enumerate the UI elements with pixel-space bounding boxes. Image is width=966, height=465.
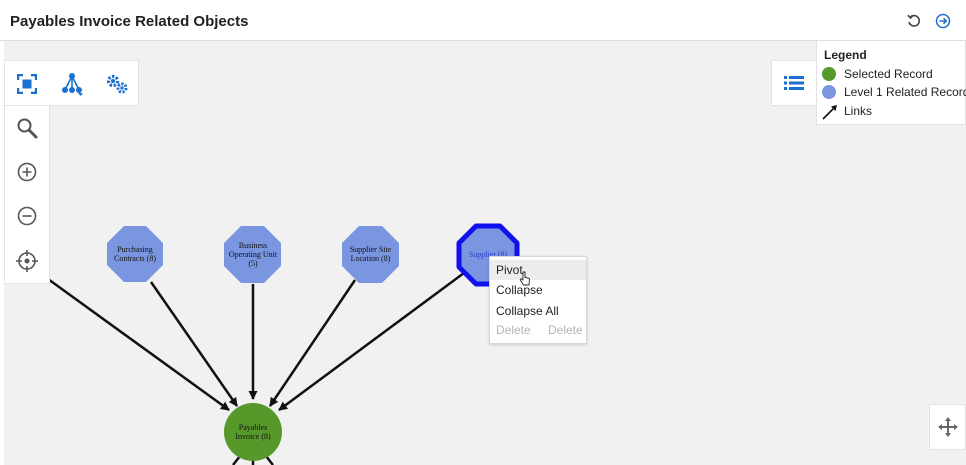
link-arrow-icon: [822, 104, 837, 120]
legend-panel: Legend Selected Record Level 1 Related R…: [816, 41, 966, 125]
node-label: Supplier (8): [468, 249, 508, 259]
context-menu-item-delete: Delete: [496, 323, 531, 337]
node-label: Supplier Site Location (8): [349, 245, 392, 263]
page-title: Payables Invoice Related Objects: [10, 13, 249, 30]
selected-record-swatch-icon: [822, 67, 836, 81]
legend-item-label: Links: [844, 104, 873, 118]
zoom-in-icon[interactable]: [12, 157, 42, 187]
layout-hierarchy-icon[interactable]: [57, 69, 87, 99]
node-purchasing-contracts[interactable]: [107, 226, 163, 282]
legend-item-label: Level 1 Related Record: [844, 85, 966, 99]
link-edge: [232, 455, 241, 465]
center-icon[interactable]: [12, 246, 42, 276]
context-menu-item-pivot[interactable]: Pivot: [490, 260, 586, 280]
context-menu-item-collapse-all[interactable]: Collapse All: [496, 304, 559, 318]
context-menu-item-collapse[interactable]: Collapse: [496, 283, 543, 297]
link-edge: [268, 279, 357, 407]
link-edge: [149, 281, 239, 407]
legend-item-level-1-related-record: Level 1 Related Record: [822, 84, 966, 100]
node-business-operating-unit[interactable]: [224, 226, 281, 283]
refresh-icon[interactable]: [905, 12, 923, 30]
node-label: Purchasing Contracts (8): [114, 245, 156, 263]
graph-toolbar-side: [4, 106, 50, 284]
node-label: Payables Invoice (8): [235, 423, 271, 441]
link-edge: [278, 268, 469, 412]
related-record-swatch-icon: [822, 85, 836, 99]
search-icon[interactable]: [12, 113, 42, 143]
graph-toolbar-top: [4, 60, 139, 106]
link-edge: [47, 277, 230, 412]
node-supplier-site-location[interactable]: [342, 226, 399, 283]
legend-item-links: Links: [822, 103, 873, 120]
legend-item-selected-record: Selected Record: [822, 66, 933, 82]
zoom-out-icon[interactable]: [12, 201, 42, 231]
legend-item-label: Selected Record: [844, 67, 933, 81]
header-bar: Payables Invoice Related Objects: [0, 0, 966, 41]
list-icon[interactable]: [771, 60, 817, 106]
link-edge: [265, 455, 274, 465]
node-payables-invoice[interactable]: [224, 403, 282, 461]
navigate-forward-icon[interactable]: [934, 12, 952, 30]
node-label: Business Operating Unit (5): [228, 240, 278, 268]
legend-title: Legend: [824, 48, 867, 62]
node-context-menu: Pivot Collapse Collapse All Delete Delet…: [489, 256, 587, 344]
pan-icon[interactable]: [929, 404, 966, 450]
context-menu-item-delete: Delete: [548, 323, 583, 337]
mouse-cursor-icon: [519, 271, 530, 286]
fit-to-screen-icon[interactable]: [12, 69, 42, 99]
settings-icon[interactable]: [102, 69, 132, 99]
